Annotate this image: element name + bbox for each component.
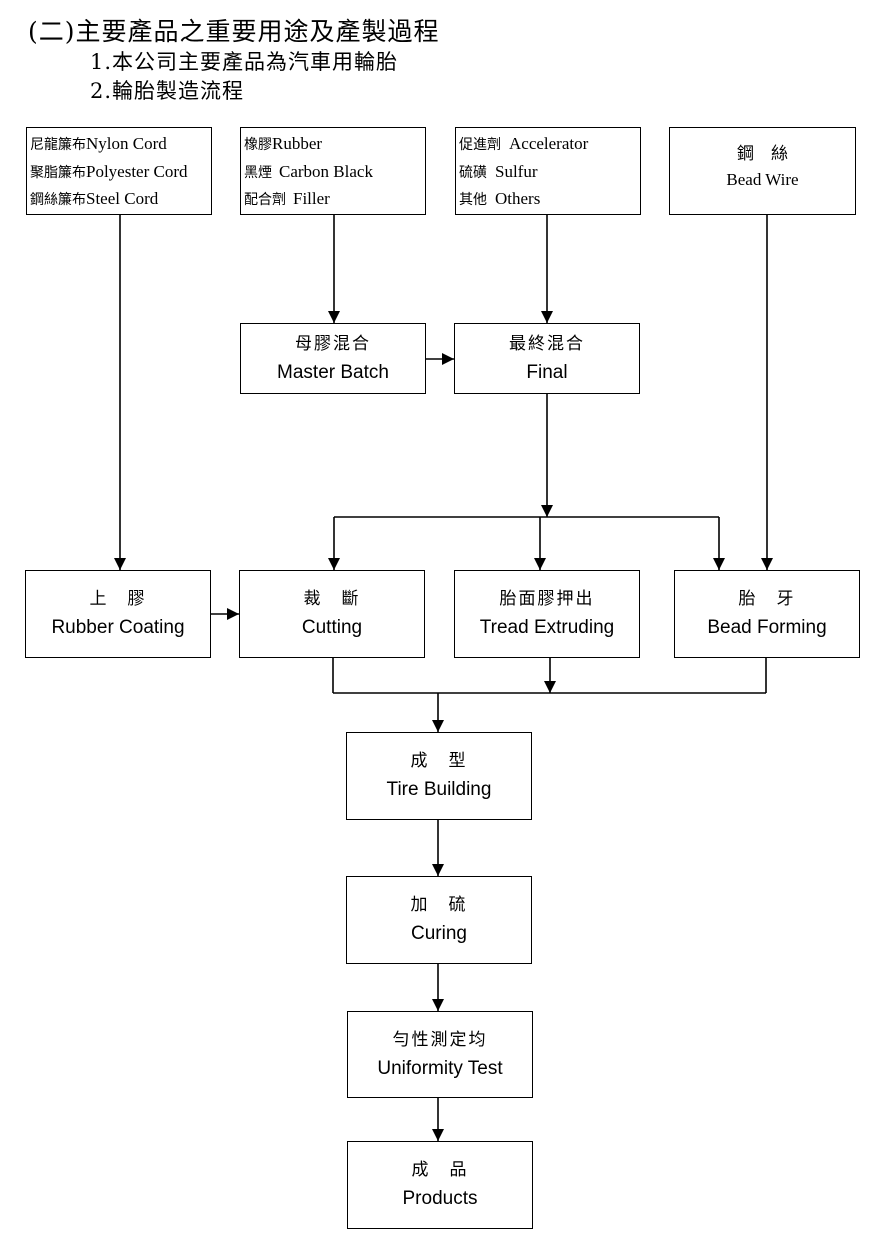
material-en: Others (495, 189, 541, 208)
material-en: Filler (293, 189, 330, 208)
step-uniformity-test: 勻性測定均 Uniformity Test (347, 1011, 533, 1098)
step-tire-building: 成 型 Tire Building (346, 732, 532, 820)
step-zh: 母膠混合 (295, 333, 371, 354)
step-en: Cutting (301, 617, 363, 638)
step-zh: 裁 斷 (303, 589, 361, 609)
step-curing: 加 硫 Curing (346, 876, 532, 964)
material-zh: 配合劑 (244, 192, 286, 208)
material-zh: 硫磺 (459, 164, 487, 181)
material-zh: 黑煙 (244, 164, 272, 181)
step-zh: 成 型 (410, 751, 468, 771)
step-en: Master Batch (277, 361, 389, 383)
material-box-bead-wire: 鋼 絲 Bead Wire (669, 127, 856, 215)
material-box-cords: 尼龍簾布Nylon Cord 聚脂簾布Polyester Cord 鋼絲簾布St… (26, 127, 212, 215)
material-zh: 聚脂簾布 (30, 164, 86, 181)
step-zh: 胎 牙 (738, 589, 796, 609)
step-zh: 最終混合 (509, 333, 585, 354)
page-title: (二)主要產品之重要用途及產製過程 (28, 17, 440, 46)
material-zh: 尼龍簾布 (30, 137, 86, 153)
step-products: 成 品 Products (347, 1141, 533, 1229)
material-en: Bead Wire (726, 170, 799, 189)
step-zh: 成 品 (411, 1160, 469, 1180)
step-en: Bead Forming (707, 617, 827, 638)
step-zh: 上 膠 (89, 589, 147, 609)
material-box-rubber: 橡膠Rubber 黑煙 Carbon Black 配合劑 Filler (240, 127, 426, 215)
material-zh: 促進劑 (459, 137, 501, 153)
step-en: Tread Extruding (479, 617, 615, 638)
step-master-batch: 母膠混合 Master Batch (240, 323, 426, 394)
step-en: Products (402, 1188, 478, 1209)
step-rubber-coating: 上 膠 Rubber Coating (25, 570, 211, 658)
step-en: Final (526, 361, 568, 383)
material-en: Nylon Cord (86, 134, 167, 153)
step-zh: 加 硫 (410, 895, 468, 915)
material-zh: 鋼 絲 (737, 144, 788, 164)
step-tread-extruding: 胎面膠押出 Tread Extruding (454, 570, 640, 658)
step-final: 最終混合 Final (454, 323, 640, 394)
step-zh: 胎面膠押出 (499, 589, 595, 609)
material-en: Carbon Black (279, 161, 373, 181)
step-zh: 勻性測定均 (392, 1029, 488, 1050)
heading-item-1: 1.本公司主要產品為汽車用輪胎 (90, 50, 399, 74)
step-en: Uniformity Test (377, 1057, 503, 1079)
material-en: Rubber (272, 134, 323, 153)
material-en: Steel Cord (86, 189, 159, 208)
material-en: Accelerator (509, 134, 589, 153)
material-en: Sulfur (495, 161, 538, 181)
material-zh: 橡膠 (244, 137, 272, 153)
material-zh: 鋼絲簾布 (30, 192, 86, 208)
step-bead-forming: 胎 牙 Bead Forming (674, 570, 860, 658)
material-zh: 其他 (459, 192, 487, 208)
step-cutting: 裁 斷 Cutting (239, 570, 425, 658)
step-en: Rubber Coating (51, 617, 185, 638)
heading-item-2: 2.輪胎製造流程 (90, 79, 245, 103)
step-en: Tire Building (386, 779, 492, 800)
material-en: Polyester Cord (86, 161, 188, 181)
step-en: Curing (411, 923, 467, 944)
material-box-chemicals: 促進劑 Accelerator 硫磺 Sulfur 其他 Others (455, 127, 641, 215)
